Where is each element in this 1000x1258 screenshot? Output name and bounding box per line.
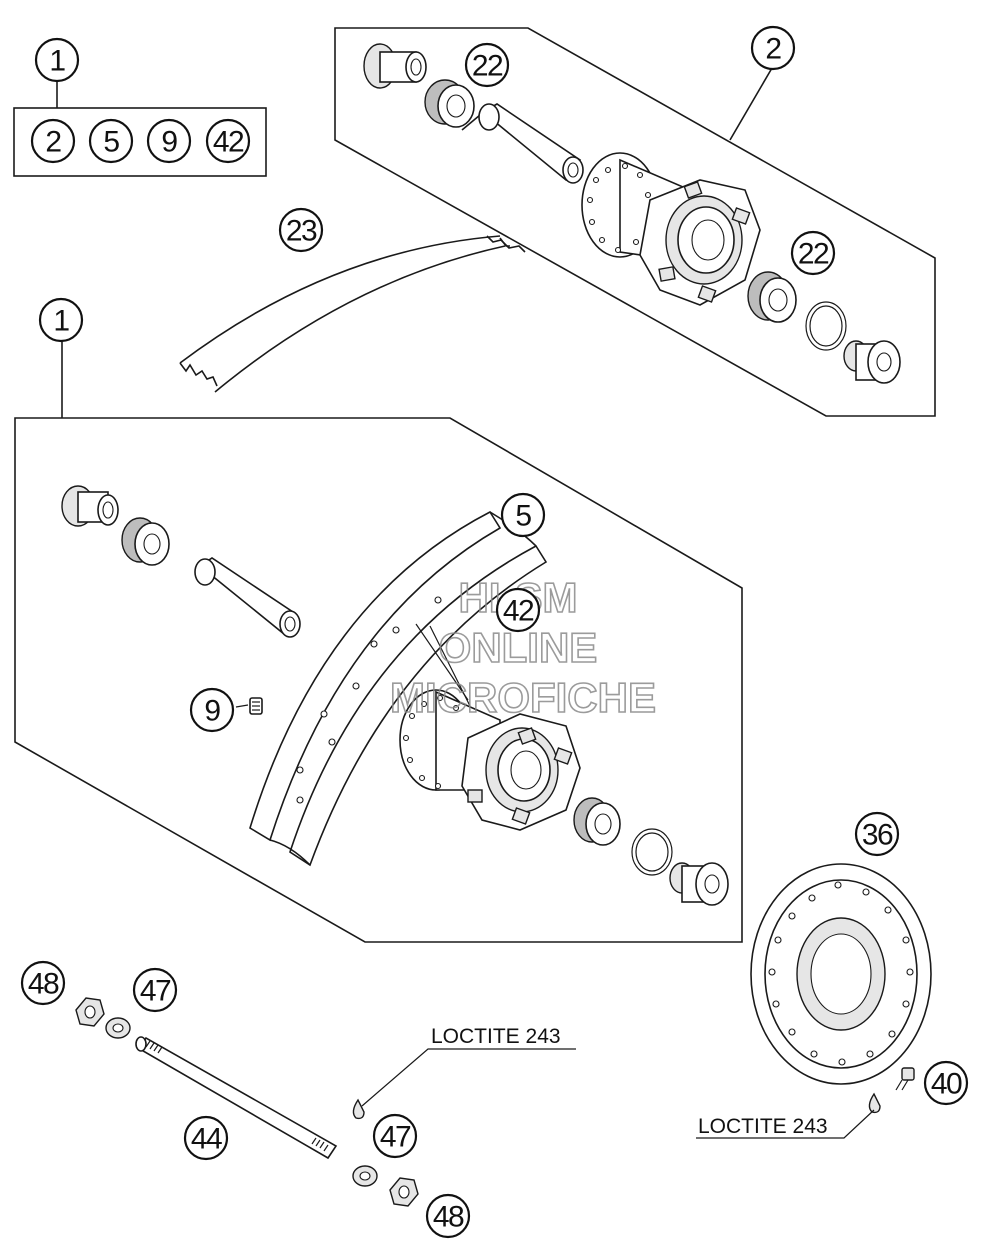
- loctite-drop-disc: [868, 1092, 881, 1114]
- callout-40-label: 40: [931, 1068, 962, 1101]
- callout-44-label: 44: [191, 1123, 222, 1156]
- callout-5-box: 5: [88, 118, 134, 164]
- hub-bearing-left: [424, 79, 481, 131]
- hub-spacer-left: [363, 43, 427, 89]
- callout-47-b: 47: [372, 1113, 418, 1159]
- callout-2-box: 2: [30, 118, 76, 164]
- rim: [249, 510, 548, 867]
- callout-5-rim: 5: [500, 492, 546, 538]
- brake-disc: [750, 863, 932, 1085]
- disc-bolt: [895, 1067, 915, 1091]
- axle-nut-left: [75, 997, 105, 1027]
- callout-40: 40: [923, 1060, 969, 1106]
- callout-1-wheel-label: 1: [53, 305, 69, 338]
- callout-9-nipple-label: 9: [204, 695, 220, 728]
- watermark-line3: MICROFICHE: [390, 674, 656, 721]
- callout-48-b: 48: [425, 1193, 471, 1239]
- callout-47-a-label: 47: [140, 975, 171, 1008]
- spoke-nipple: [235, 697, 263, 715]
- hub-assembly-panel: [334, 27, 936, 417]
- callout-42-spokes: 42: [495, 587, 541, 633]
- callout-22-b-label: 22: [798, 238, 829, 271]
- callout-9-box: 9: [146, 118, 192, 164]
- callout-42-box-label: 42: [213, 126, 244, 159]
- hub-spacer-right: [843, 340, 901, 384]
- loctite-drop-axle: [352, 1098, 365, 1120]
- rim-tape: [179, 235, 526, 393]
- wheel-hub: [399, 689, 581, 831]
- callout-47-a: 47: [132, 967, 178, 1013]
- hub-circlip: [805, 301, 847, 351]
- loctite-note-axle: LOCTITE 243: [431, 1025, 561, 1048]
- callout-9-nipple: 9: [189, 687, 235, 733]
- callout-42-spokes-label: 42: [503, 595, 534, 628]
- callout-48-a: 48: [20, 960, 66, 1006]
- callout-5-rim-label: 5: [515, 500, 531, 533]
- callout-48-b-label: 48: [433, 1201, 464, 1234]
- hub-bearing-right: [747, 271, 797, 323]
- hub-spacer-tube: [478, 103, 584, 184]
- axle-washer-right: [352, 1165, 378, 1187]
- wheel-circlip: [631, 828, 673, 876]
- callout-2-hub-label: 2: [765, 33, 781, 66]
- axle-washer-left: [105, 1017, 131, 1039]
- wheel-spacer-left: [61, 485, 119, 527]
- hub-body: [581, 152, 761, 306]
- wheel-bearing-right: [573, 797, 621, 846]
- axle-nut-right: [389, 1177, 419, 1207]
- callout-47-b-label: 47: [380, 1121, 411, 1154]
- callout-22-a-label: 22: [472, 50, 503, 83]
- callout-2-hub: 2: [750, 25, 796, 71]
- callout-23: 23: [278, 207, 324, 253]
- wheel-bearing-left: [121, 517, 170, 566]
- callout-23-label: 23: [286, 215, 317, 248]
- callout-44: 44: [183, 1115, 229, 1161]
- loctite-note-disc: LOCTITE 243: [698, 1115, 828, 1138]
- callout-1-wheel: 1: [38, 297, 84, 343]
- wheel-assembly-panel: [14, 340, 743, 943]
- callout-22-a: 22: [464, 42, 510, 88]
- callout-1-top: 1: [34, 37, 80, 83]
- wheel-spacer-right: [669, 862, 729, 906]
- callout-22-b: 22: [790, 230, 836, 276]
- callout-2-box-label: 2: [45, 126, 61, 159]
- callout-36-label: 36: [862, 819, 893, 852]
- axle: [135, 1036, 338, 1160]
- wheel-spacer-tube: [194, 557, 301, 638]
- callout-1-top-label: 1: [49, 45, 65, 78]
- callout-48-a-label: 48: [28, 968, 59, 1001]
- callout-9-box-label: 9: [161, 126, 177, 159]
- kit-group: [13, 82, 267, 177]
- callout-5-box-label: 5: [103, 126, 119, 159]
- callout-42-box: 42: [205, 118, 251, 164]
- callout-36: 36: [854, 811, 900, 857]
